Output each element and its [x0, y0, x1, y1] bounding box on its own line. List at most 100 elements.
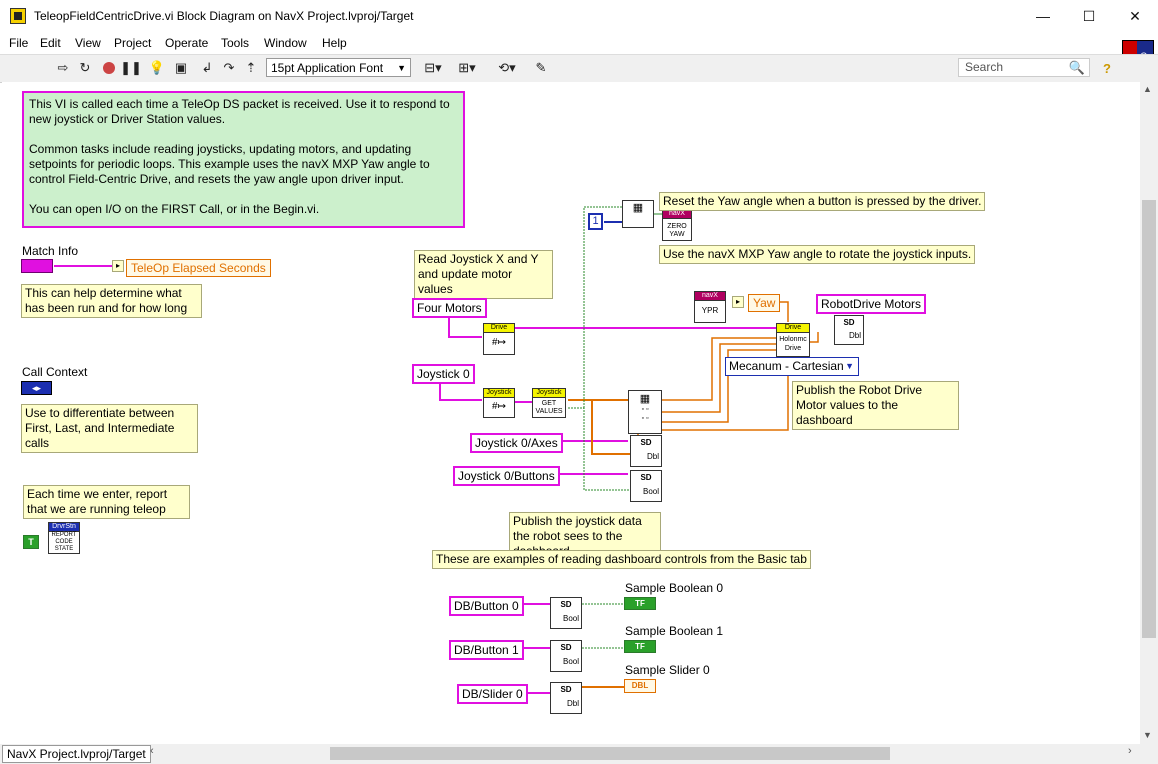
sd-get-bool0-vi[interactable]: SD Bool — [550, 597, 582, 629]
drive-ref-get-vi[interactable]: Drive #↦ — [483, 323, 515, 355]
zero-yaw-vi[interactable]: navX ZERO YAW — [662, 209, 692, 241]
vertical-scrollbar[interactable]: ▲ ▼ — [1140, 82, 1158, 744]
scroll-up-icon[interactable]: ▲ — [1143, 84, 1152, 94]
index-constant[interactable]: 1 — [588, 213, 603, 230]
call-context-comment: Use to differentiate between First, Last… — [21, 404, 198, 453]
menu-file[interactable]: File — [9, 36, 29, 50]
wire-y[interactable] — [662, 343, 777, 413]
joystick0-ref[interactable]: Joystick 0 — [412, 364, 475, 384]
wire-buttons[interactable] — [568, 407, 630, 491]
menu-project[interactable]: Project — [114, 36, 152, 50]
menu-view[interactable]: View — [75, 36, 101, 50]
navx-get-yaw-vi[interactable]: navX YPR — [694, 291, 726, 323]
sd-put-dbl-array-vi[interactable]: SD Dbl — [630, 435, 662, 467]
robotdrive-motors-name[interactable]: RobotDrive Motors — [816, 294, 927, 314]
joystick-ref-get-vi[interactable]: Joystick #↦ — [483, 388, 515, 418]
holonomic-drive-vi[interactable]: Drive Holonmc Drive — [776, 323, 810, 357]
wire-joystick[interactable] — [439, 380, 482, 401]
menu-window[interactable]: Window — [264, 36, 307, 50]
four-motors-ref[interactable]: Four Motors — [412, 298, 487, 318]
db-button0-name[interactable]: DB/Button 0 — [449, 596, 524, 616]
db-slider0-name[interactable]: DB/Slider 0 — [457, 684, 528, 704]
block-diagram[interactable]: This VI is called each time a TeleOp DS … — [2, 82, 1140, 744]
report-code-state-vi[interactable]: DrvrStn REPORT CODE STATE — [48, 522, 80, 554]
drive-header: Drive — [777, 324, 809, 333]
distribute-objects-icon[interactable]: ⊞▾ — [458, 60, 476, 75]
dbl-label: Dbl — [646, 452, 659, 461]
highlight-execution-icon[interactable]: 💡 — [148, 60, 166, 75]
wire-buttons-to-index[interactable] — [583, 206, 622, 408]
joystick-get-values-vi[interactable]: Joystick GET VALUES — [532, 388, 566, 418]
reorder-icon[interactable]: ⟲▾ — [498, 60, 516, 75]
note-paragraph-2: Common tasks include reading joysticks, … — [29, 142, 430, 186]
ref-icon: #↦ — [492, 401, 506, 412]
drive-mode-ring[interactable]: Mecanum - Cartesian ▼ — [725, 357, 859, 376]
font-select[interactable]: 15pt Application Font▼ — [266, 58, 411, 77]
search-icon[interactable]: 🔍 — [1068, 60, 1086, 75]
scroll-left-icon[interactable]: ‹ — [150, 745, 154, 757]
abort-icon[interactable] — [100, 59, 118, 77]
maximize-button[interactable]: ☐ — [1082, 7, 1096, 24]
align-objects-icon[interactable]: ⊟▾ — [424, 60, 442, 75]
sd-icon: SD — [640, 438, 652, 447]
font-select-value: 15pt Application Font — [271, 61, 384, 75]
index-bool-array-node[interactable]: ▦ — [622, 200, 654, 228]
unbundle-arrow-icon[interactable]: ▸ — [732, 296, 744, 308]
drive-ref-header: Drive — [484, 324, 514, 333]
scroll-right-icon[interactable]: › — [1128, 745, 1132, 757]
menu-tools[interactable]: Tools — [221, 36, 250, 50]
wire-x[interactable] — [662, 337, 777, 401]
menu-edit[interactable]: Edit — [40, 36, 61, 50]
step-into-icon[interactable]: ↲ — [201, 60, 213, 75]
joystick0-axes-name[interactable]: Joystick 0/Axes — [470, 433, 563, 453]
teleop-elapsed-seconds[interactable]: TeleOp Elapsed Seconds — [126, 259, 271, 277]
dashboard-comment: These are examples of reading dashboard … — [432, 550, 811, 569]
menu-operate[interactable]: Operate — [165, 36, 209, 50]
vertical-scroll-thumb[interactable] — [1142, 200, 1156, 638]
run-continuously-icon[interactable]: ↻ — [79, 60, 91, 75]
sd-put-bool-array-vi[interactable]: SD Bool — [630, 470, 662, 502]
run-arrow-icon[interactable]: ⇨ — [57, 60, 69, 75]
bool-label: Bool — [562, 614, 579, 623]
sd-get-dbl-vi[interactable]: SD Dbl — [550, 682, 582, 714]
match-info-terminal[interactable] — [21, 259, 53, 273]
sample-boolean1-indicator[interactable]: TF — [624, 640, 656, 653]
sd-get-bool1-vi[interactable]: SD Bool — [550, 640, 582, 672]
target-label: NavX Project.lvproj/Target — [2, 745, 151, 763]
help-icon[interactable]: ? — [1103, 60, 1111, 76]
horizontal-scroll-thumb[interactable] — [330, 747, 890, 760]
yaw-output[interactable]: Yaw — [748, 294, 781, 312]
sample-slider0-indicator[interactable]: DBL — [624, 679, 656, 693]
navx-header: navX — [663, 210, 691, 219]
pause-icon[interactable]: ❚❚ — [120, 60, 142, 75]
wire-axes-to-sd[interactable] — [591, 400, 630, 455]
wire-z[interactable] — [662, 349, 777, 423]
menu-help[interactable]: Help — [322, 36, 347, 50]
db-button1-name[interactable]: DB/Button 1 — [449, 640, 524, 660]
report-vi-text: REPORT CODE STATE — [51, 532, 77, 552]
joystick0-buttons-name[interactable]: Joystick 0/Buttons — [453, 466, 560, 486]
sd-put-motors-vi[interactable]: SD Dbl — [834, 315, 864, 345]
array-grid-icon: ▦ — [632, 202, 644, 214]
close-button[interactable]: ✕ — [1129, 7, 1141, 24]
step-out-icon[interactable]: ⇡ — [245, 60, 257, 75]
index-array-node[interactable]: ▦ ▫ ▫▫ ▫ — [628, 390, 662, 434]
dbl-label: Dbl — [848, 331, 861, 340]
search-input[interactable]: Search — [958, 58, 1090, 77]
minimize-button[interactable]: — — [1036, 8, 1050, 24]
wire-motors-out[interactable] — [810, 332, 819, 343]
unbundle-arrow-icon[interactable]: ▸ — [112, 260, 124, 272]
window-title: TeleopFieldCentricDrive.vi Block Diagram… — [34, 9, 414, 23]
retain-wire-values-icon[interactable]: ▣ — [174, 60, 188, 75]
get-values-text: GET VALUES — [535, 400, 563, 415]
menu-bar: File Edit View Project Operate Tools Win… — [0, 32, 1158, 54]
index-terminals: ▫ ▫▫ ▫ — [641, 406, 649, 422]
chevron-down-icon: ▼ — [845, 361, 854, 371]
scroll-down-icon[interactable]: ▼ — [1143, 730, 1152, 740]
cleanup-diagram-icon[interactable]: ✎ — [535, 60, 547, 75]
call-context-terminal[interactable]: ◂▸ — [21, 381, 52, 395]
sample-boolean0-indicator[interactable]: TF — [624, 597, 656, 610]
true-constant[interactable]: T — [23, 535, 39, 549]
step-over-icon[interactable]: ↷ — [223, 60, 235, 75]
sd-icon: SD — [640, 473, 652, 482]
